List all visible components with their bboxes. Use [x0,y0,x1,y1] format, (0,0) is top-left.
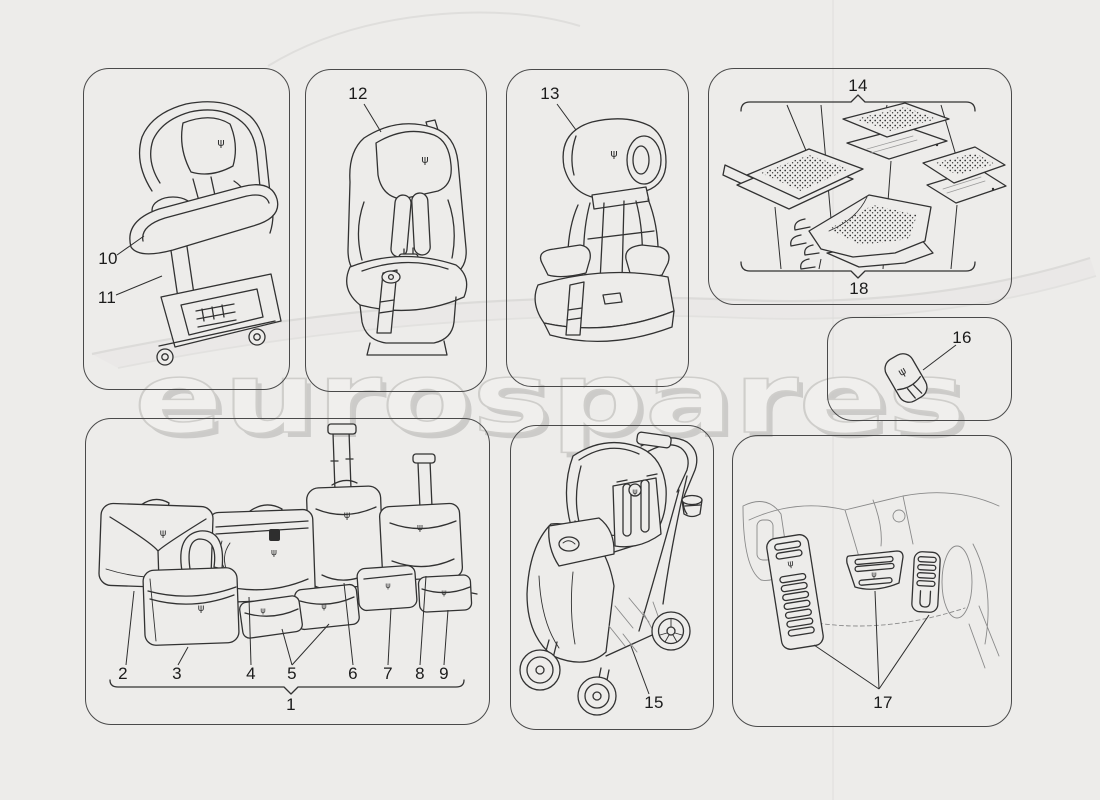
panel-stroller: ψ 15 [510,425,714,730]
callout-7[interactable]: 7 [383,664,393,683]
callout-2[interactable]: 2 [118,664,128,683]
callout-14[interactable]: 14 [848,76,868,95]
callout-11[interactable]: 11 [97,288,117,307]
maserati-trident-icon: ψ [160,528,167,539]
booster-child-seat-drawing: ψ [534,103,675,343]
toddler-child-seat-drawing: ψ [346,103,468,356]
maserati-trident-icon: ψ [441,588,446,597]
callout-5[interactable]: 5 [287,664,297,683]
callout-17[interactable]: 17 [873,693,893,712]
maserati-trident-icon: ψ [198,603,205,614]
floor-mat-sets-drawing [722,94,1007,279]
maserati-trident-icon: ψ [271,548,277,558]
maserati-trident-icon: ψ [417,523,423,533]
panel-luggage-set: ψ ψ ψ ψ ψ ψ ψ ψ ψ 2 3 4 5 6 7 8 9 1 [85,418,490,725]
callout-10[interactable]: 10 [98,249,118,268]
panel-booster-child-seat: ψ 13 [506,69,689,387]
panel-toddler-child-seat: ψ 12 [305,69,487,392]
panel-key-cover: ψ 16 [827,317,1012,421]
key-cover-drawing: ψ [884,344,957,403]
callout-13[interactable]: 13 [540,84,560,103]
callout-12[interactable]: 12 [348,84,368,103]
infant-carrier-seat-drawing: ψ [115,101,282,366]
panel-floor-mat-sets: 14 18 [708,68,1012,305]
swoosh-curve-top [267,11,581,67]
maserati-trident-icon: ψ [787,559,794,570]
callout-18[interactable]: 18 [849,279,869,298]
callout-1[interactable]: 1 [286,695,296,714]
panel-pedal-covers: ψ ψ 17 [732,435,1012,727]
stroller-drawing: ψ [519,431,703,716]
callout-9[interactable]: 9 [439,664,449,683]
maserati-trident-icon: ψ [421,153,428,166]
panel-infant-carrier-seat: ψ 10 11 [83,68,290,390]
callout-8[interactable]: 8 [415,664,425,683]
callout-3[interactable]: 3 [172,664,182,683]
maserati-trident-icon: ψ [217,136,224,149]
maserati-trident-icon: ψ [871,570,876,579]
maserati-trident-icon: ψ [632,487,637,496]
callout-6[interactable]: 6 [348,664,358,683]
pedal-covers-drawing: ψ ψ [742,492,1000,690]
callout-15[interactable]: 15 [644,693,664,712]
maserati-trident-icon: ψ [610,147,617,160]
luggage-set-drawing: ψ ψ ψ ψ ψ ψ ψ ψ ψ [98,423,478,695]
maserati-trident-icon: ψ [385,581,390,590]
maserati-trident-icon: ψ [260,606,265,615]
callout-4[interactable]: 4 [246,664,256,683]
callout-16[interactable]: 16 [952,328,972,347]
maserati-trident-icon: ψ [344,510,351,521]
maserati-trident-icon: ψ [321,602,326,611]
